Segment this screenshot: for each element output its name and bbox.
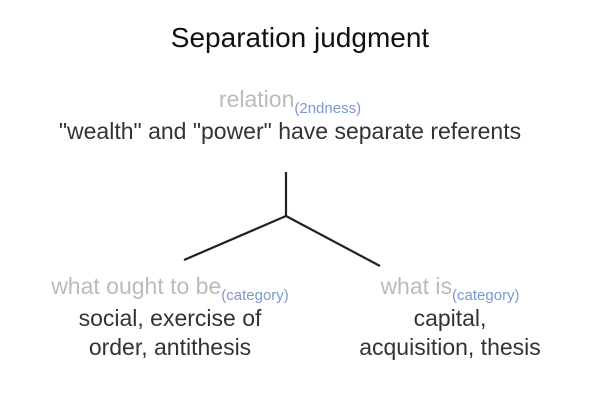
node-what-is-label: what is (380, 273, 453, 299)
node-what-ought-to-be-line-2: order, antithesis (88, 334, 252, 360)
edge-left (183, 214, 287, 262)
node-what-ought-to-be-line-1: social, exercise of (78, 305, 262, 331)
diagram-title: Separation judgment (170, 22, 430, 53)
node-relation-label: relation (218, 86, 295, 112)
node-relation-head: relation(2ndness) (40, 85, 540, 117)
node-what-ought-to-be: what ought to be(category) social, exerc… (10, 272, 330, 362)
node-relation-sub: (2ndness) (294, 100, 362, 117)
node-what-is-line-1: capital, (413, 305, 487, 331)
node-what-is-sub: (category) (452, 287, 520, 304)
node-what-ought-to-be-body: social, exercise of order, antithesis (10, 304, 330, 362)
node-what-ought-to-be-label: what ought to be (51, 273, 222, 299)
node-relation-body: "wealth" and "power" have separate refer… (58, 118, 522, 144)
node-what-ought-to-be-head: what ought to be(category) (10, 272, 330, 304)
node-what-is-head: what is(category) (320, 272, 580, 304)
node-what-is: what is(category) capital, acquisition, … (320, 272, 580, 362)
edge-right (285, 215, 381, 267)
node-what-is-line-2: acquisition, thesis (359, 334, 541, 360)
node-relation: relation(2ndness) "wealth" and "power" h… (40, 85, 540, 146)
node-what-is-body: capital, acquisition, thesis (320, 304, 580, 362)
node-what-ought-to-be-sub: (category) (221, 287, 289, 304)
